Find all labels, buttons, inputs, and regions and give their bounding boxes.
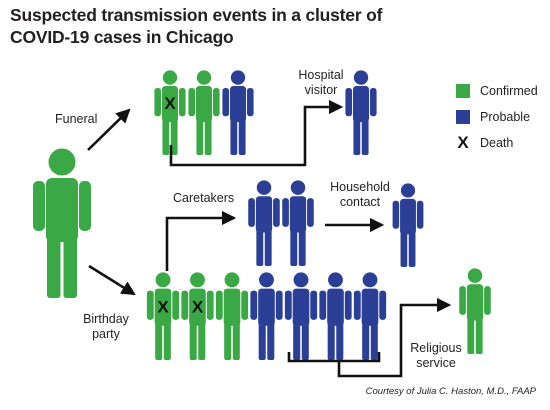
label-household-contact-line2: contact xyxy=(339,195,381,209)
caretakers-person-probable xyxy=(282,180,314,266)
legend-swatch-probable xyxy=(456,110,470,124)
birthday-party-person-probable xyxy=(353,272,387,360)
label-religious-service: Religious service xyxy=(404,341,468,371)
image-credit: Courtesy of Julia C. Haston, M.D., FAAP xyxy=(365,386,536,397)
label-caretakers: Caretakers xyxy=(173,191,235,205)
legend-item-confirmed: Confirmed xyxy=(456,84,538,98)
label-religious-service-line2: service xyxy=(416,356,456,370)
birthday-party-person-probable xyxy=(319,272,352,360)
legend-label-probable: Probable xyxy=(480,110,531,124)
arrow-to-birthday-party xyxy=(88,264,136,296)
bracket-religious-service-attendees xyxy=(287,352,381,363)
birthday-party-person-probable xyxy=(250,272,283,360)
arrow-to-caretakers xyxy=(165,210,237,271)
label-household-contact: Household contact xyxy=(321,180,399,210)
label-funeral: Funeral xyxy=(55,112,98,126)
legend-item-death: X Death xyxy=(456,133,514,152)
label-hospital-visitor-line1: Hospital xyxy=(298,68,344,82)
label-birthday-party: Birthday party xyxy=(76,312,136,342)
label-birthday-party-line1: Birthday xyxy=(83,312,129,326)
label-religious-service-line1: Religious xyxy=(410,341,462,355)
death-marker: X xyxy=(192,297,204,316)
legend-death-icon: X xyxy=(457,133,469,152)
arrow-to-hospital-visitor xyxy=(169,99,344,167)
arrow-to-religious-service xyxy=(337,297,452,378)
label-birthday-party-line2: party xyxy=(92,327,120,341)
legend-label-death: Death xyxy=(480,136,514,150)
funeral-person-confirmed xyxy=(188,70,220,155)
legend-item-probable: Probable xyxy=(456,110,530,124)
caretakers-person-probable xyxy=(248,180,280,266)
death-marker: X xyxy=(157,297,169,316)
diagram-title: Suspected transmission events in a clust… xyxy=(10,5,383,47)
label-household-contact-line1: Household xyxy=(330,180,390,194)
death-marker: X xyxy=(164,94,176,113)
birthday-party-person-probable xyxy=(284,272,318,360)
legend-label-confirmed: Confirmed xyxy=(480,84,538,98)
people-layer: X X X xyxy=(33,70,491,360)
birthday-party-person-confirmed xyxy=(215,272,249,360)
label-hospital-visitor: Hospital visitor xyxy=(288,68,354,98)
connectors xyxy=(87,99,452,378)
funeral-person-probable xyxy=(222,70,254,155)
legend-swatch-confirmed xyxy=(456,84,470,98)
label-hospital-visitor-line2: visitor xyxy=(304,83,338,97)
index-case-person-confirmed xyxy=(33,148,91,298)
arrow-to-funeral xyxy=(87,108,131,151)
